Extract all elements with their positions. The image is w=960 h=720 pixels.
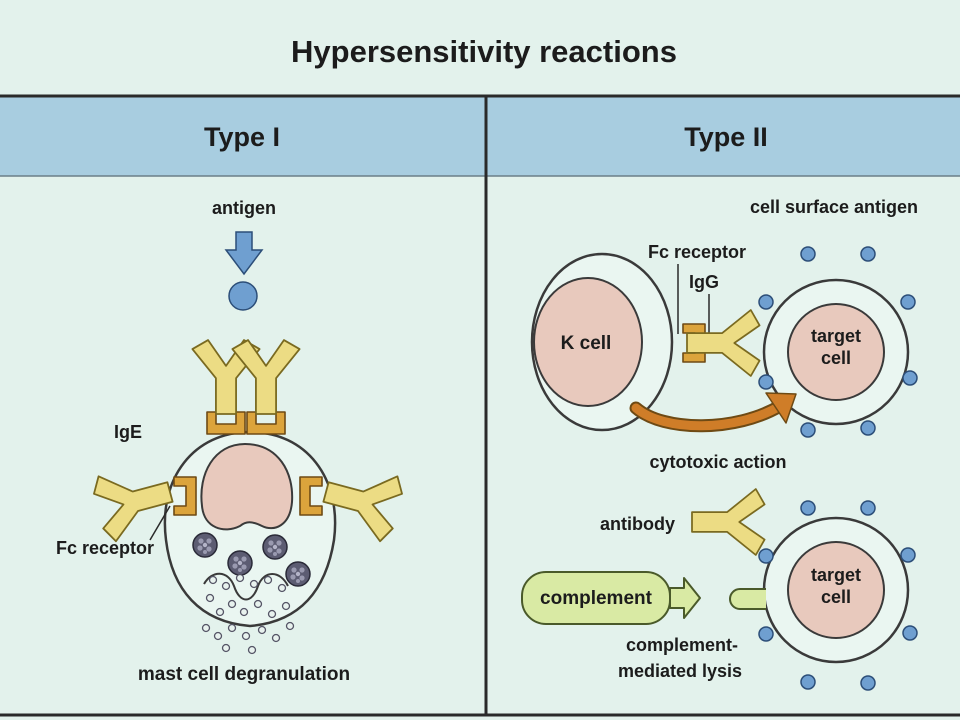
granule-icon [285, 561, 311, 587]
fc-receptor-label-type-ii: Fc receptor [648, 242, 746, 262]
granule-icon [227, 550, 253, 576]
mast-cell-degranulation-caption: mast cell degranulation [138, 664, 350, 685]
type-ii-panel: cell surface antigen Fc receptor IgG K c… [521, 197, 918, 691]
fc-receptor-pointer [149, 505, 171, 541]
released-granules [201, 573, 295, 655]
cell-surface-antigen-label: cell surface antigen [750, 197, 918, 217]
target-cell-label-line2: cell [821, 348, 851, 368]
k-cell-label: K cell [561, 333, 612, 354]
type-ii-header: Type II [684, 122, 768, 152]
cell-surface-antigens [758, 246, 918, 438]
target-cell-nucleus [787, 541, 885, 639]
type-i-panel: antigen IgE Fc re [56, 198, 407, 685]
target-cell-nucleus [787, 303, 885, 401]
antibody-label: antibody [600, 514, 675, 534]
granule-icon [192, 532, 218, 558]
cytotoxic-action-label: cytotoxic action [649, 452, 786, 472]
antigen-label: antigen [212, 198, 276, 218]
fc-receptor-label-type-i: Fc receptor [56, 538, 154, 558]
complement-attached [729, 588, 766, 610]
antigen-particle [228, 281, 258, 311]
target-cell-label-line1: target [811, 326, 861, 346]
type-i-header: Type I [204, 122, 280, 152]
cytotoxic-arrowhead-icon [765, 392, 797, 424]
complement-arrow-icon [669, 577, 701, 619]
page-title: Hypersensitivity reactions [291, 34, 677, 69]
target-cell-label-line1: target [811, 565, 861, 585]
cell-surface-antigens [758, 500, 918, 691]
antigen-arrow-icon [224, 231, 264, 276]
cytotoxic-arrow [631, 401, 785, 431]
complement-lysis-label-line1: complement- [626, 635, 738, 655]
complement-lysis-label-line2: mediated lysis [618, 661, 742, 681]
k-cell-nucleus [533, 277, 643, 407]
complement-label: complement [540, 588, 653, 609]
mast-cell-nucleus [200, 442, 294, 531]
granule-icon [262, 534, 288, 560]
degranulation-pockets [203, 572, 289, 601]
igg-label: IgG [689, 272, 719, 292]
header-band [0, 96, 960, 176]
ige-label: IgE [114, 422, 142, 442]
target-cell-label-line2: cell [821, 587, 851, 607]
